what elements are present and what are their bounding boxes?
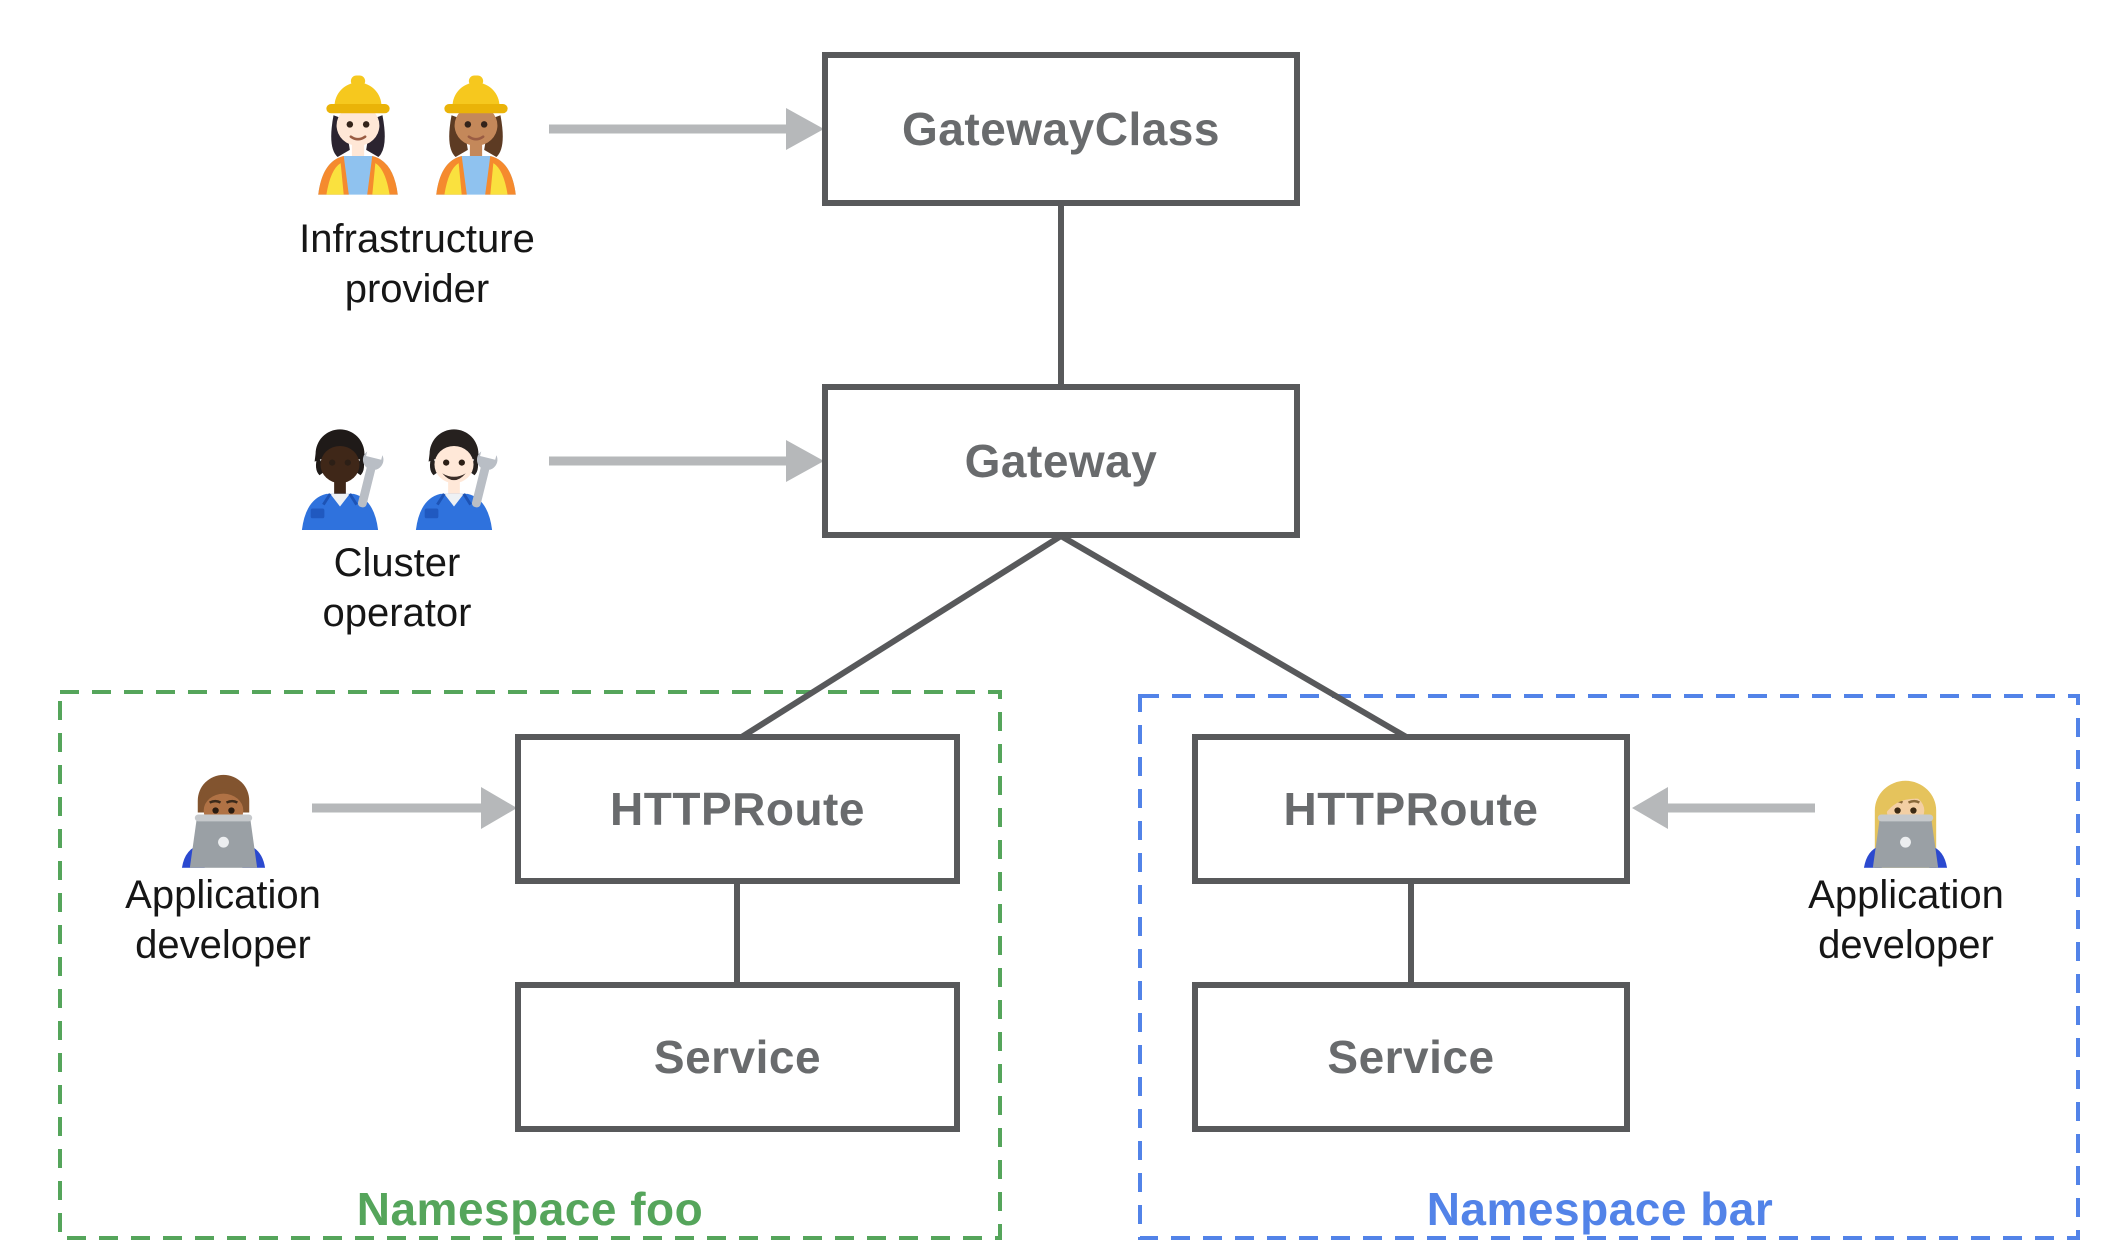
application-developer-foo-label-line1: Application [125,873,321,917]
node-httproute-bar: HTTPRoute [1192,734,1630,884]
namespace-bar-label: Namespace bar [1426,1183,1774,1235]
infrastructure-provider-label-line1: Infrastructure [299,217,535,261]
cluster-operator-icons [291,403,503,530]
node-httproute-bar-label: HTTPRoute [1283,783,1539,835]
mechanic-dark-icon [291,403,389,530]
node-httproute-foo-label: HTTPRoute [610,783,865,835]
application-developer-bar-label: Application developer [1706,870,2106,970]
application-developer-bar-label-line2: developer [1818,923,1994,967]
application-developer-foo-icons [174,753,273,868]
namespace-bar-boundary [1138,694,2080,1240]
cluster-operator-label: Cluster operator [197,538,597,638]
application-developer-bar-label-line1: Application [1808,873,2004,917]
application-developer-foo-label-line2: developer [135,923,311,967]
node-httproute-foo: HTTPRoute [515,734,960,884]
namespace-foo-boundary [58,690,1002,1240]
woman-construction-worker-medium-icon [425,62,527,195]
node-gateway: Gateway [822,384,1300,538]
man-technologist-icon [174,753,273,868]
woman-technologist-icon [1856,753,1955,868]
edge-gateway-httproute-foo [738,533,1063,741]
application-developer-foo-label: Application developer [23,870,423,970]
node-gatewayclass-label: GatewayClass [902,103,1220,155]
node-gatewayclass: GatewayClass [822,52,1300,206]
edge-gateway-httproute-bar [1059,533,1410,741]
node-gateway-label: Gateway [964,435,1158,487]
node-service-foo: Service [515,982,960,1132]
arrow-application-developer-to-httproute-bar [1632,787,1815,829]
cluster-operator-label-line1: Cluster [333,541,461,585]
node-service-foo-label: Service [653,1031,822,1083]
man-mechanic-light-icon [405,403,503,530]
namespace-foo-label: Namespace foo [356,1183,704,1235]
cluster-operator-label-line2: operator [322,591,472,635]
arrow-application-developer-to-httproute-foo [312,787,517,829]
arrow-cluster-operator-to-gateway [549,440,824,482]
node-service-bar-label: Service [1327,1031,1495,1083]
node-service-bar: Service [1192,982,1630,1132]
infrastructure-provider-label-line2: provider [344,267,490,311]
arrow-infrastructure-provider-to-gatewayclass [549,108,824,150]
woman-construction-worker-light-icon [307,62,409,195]
application-developer-bar-icons [1856,753,1955,868]
infrastructure-provider-label: Infrastructure provider [217,214,617,314]
infrastructure-provider-icons [307,62,527,195]
